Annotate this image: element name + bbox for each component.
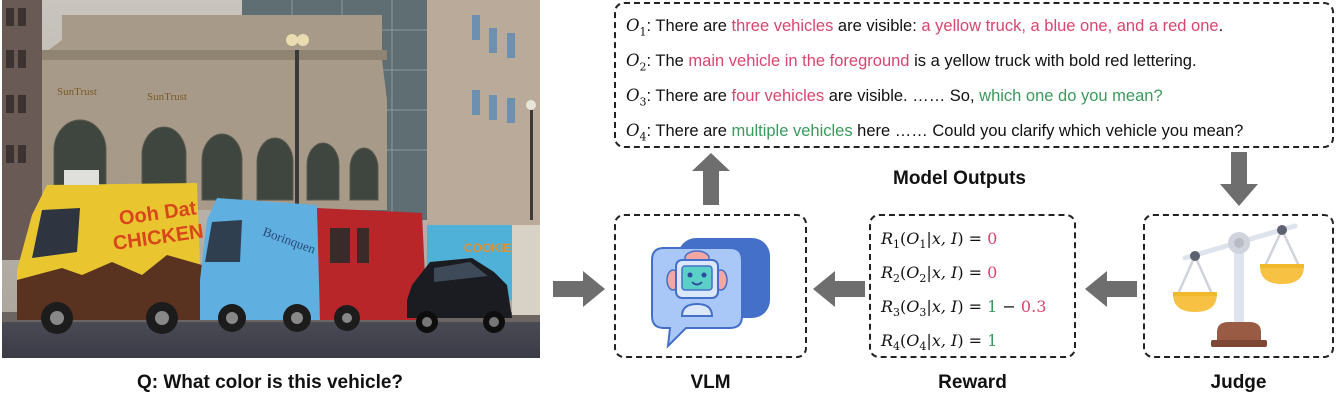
output-line-4: O4: There are multiple vehicles here …… …: [626, 121, 1244, 144]
output-line-1: O1: There are three vehicles are visible…: [626, 16, 1224, 39]
vlm-box: [614, 214, 807, 358]
reward-line-4: R4(O4|x, I) = 1: [881, 331, 998, 354]
arrow-left-icon: [1085, 271, 1137, 307]
output-label: O2: [626, 51, 647, 74]
output-label: O3: [626, 86, 647, 109]
output-label: O1: [626, 16, 647, 39]
reward-caption: Reward: [938, 372, 1007, 393]
judge-caption: Judge: [1210, 372, 1267, 393]
reward-line-2: R2(O2|x, I) = 0: [881, 263, 998, 286]
robot-chat-icon: [651, 238, 770, 349]
arrow-up-icon: [692, 153, 730, 205]
question-caption: Q: What color is this vehicle?: [136, 372, 404, 393]
output-line-2: O2: The main vehicle in the foreground i…: [626, 51, 1197, 74]
balance-scale-icon: [1173, 223, 1304, 347]
output-line-3: O3: There are four vehicles are visible.…: [626, 86, 1163, 109]
reward-box: R1(O1|x, I) = 0 R2(O2|x, I) = 0 R3(O3|x,…: [869, 214, 1076, 358]
arrow-right-icon: [553, 271, 605, 307]
truck-sign: COOKIE: [464, 241, 511, 255]
input-image: SunTrust SunTrust Ooh Dat CHICKEN Borinq…: [2, 0, 540, 358]
output-label: O4: [626, 121, 647, 144]
model-outputs-title: Model Outputs: [893, 168, 1026, 189]
reward-line-3: R3(O3|x, I) = 1 − 0.3: [881, 297, 1047, 320]
arrow-left-icon: [813, 271, 865, 307]
model-outputs-box: O1: There are three vehicles are visible…: [614, 2, 1334, 148]
street-scene-image: SunTrust SunTrust Ooh Dat CHICKEN Borinq…: [2, 0, 540, 358]
judge-box: [1143, 214, 1334, 358]
suntrust-sign: SunTrust: [57, 86, 97, 98]
arrow-down-icon: [1220, 152, 1258, 206]
suntrust-sign: SunTrust: [147, 91, 187, 103]
vlm-caption: VLM: [690, 372, 731, 393]
reward-line-1: R1(O1|x, I) = 0: [881, 229, 998, 252]
